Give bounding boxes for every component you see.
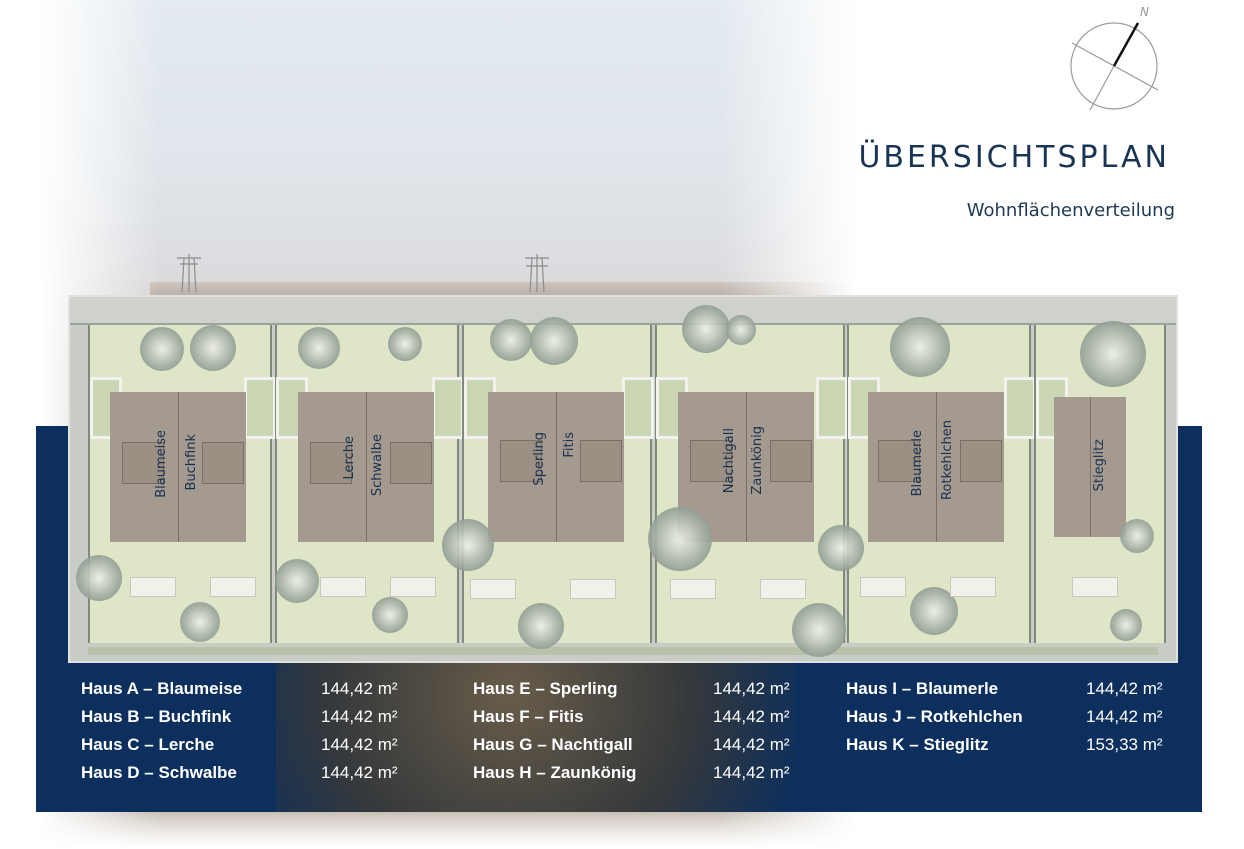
tree-icon (1080, 321, 1146, 387)
tree-icon (1110, 609, 1142, 641)
page-title: ÜBERSICHTSPLAN (858, 140, 1170, 175)
house-label: Fitis (562, 432, 577, 458)
plot-info-sign (390, 577, 436, 597)
site-plan: Blaumeise Buchfink Lerche Schwalbe Sperl… (68, 295, 1178, 663)
house-i-j: Blaumerle Rotkehlchen (868, 392, 1004, 542)
tree-icon (792, 603, 846, 657)
house-label: Stieglitz (1092, 439, 1107, 492)
house-label: Nachtigall (722, 428, 737, 494)
garage (622, 377, 654, 439)
house-label: Buchfink (184, 434, 199, 491)
plot-info-sign (320, 577, 366, 597)
tree-icon (682, 305, 730, 353)
horizon-treeline (150, 282, 850, 296)
compass-north-icon: N (1070, 5, 1159, 111)
plot-info-sign (860, 577, 906, 597)
tree-icon (1120, 519, 1154, 553)
tree-icon (518, 603, 564, 649)
plot-info-sign (670, 579, 716, 599)
power-pylon-icon (177, 254, 201, 292)
plot-info-sign (570, 579, 616, 599)
plot-info-sign (1072, 577, 1118, 597)
tree-icon (490, 319, 532, 361)
house-label: Lerche (342, 436, 357, 480)
house-label: Schwalbe (370, 434, 385, 497)
garage (816, 377, 848, 439)
garage (244, 377, 276, 439)
house-k: Stieglitz (1054, 397, 1126, 537)
tree-icon (140, 327, 184, 371)
power-pylon-icon (525, 254, 549, 292)
fade-bottom (0, 812, 1244, 849)
tree-icon (76, 555, 122, 601)
tree-icon (190, 325, 236, 371)
plot-info-sign (210, 577, 256, 597)
tree-icon (442, 519, 494, 571)
garage (432, 377, 464, 439)
tree-icon (648, 507, 712, 571)
plot-boundary (88, 647, 1158, 655)
plot-info-sign (950, 577, 996, 597)
house-c-d: Lerche Schwalbe (298, 392, 434, 542)
tree-icon (388, 327, 422, 361)
garage (1004, 377, 1036, 439)
tree-icon (275, 559, 319, 603)
plot-info-sign (130, 577, 176, 597)
house-label: Sperling (532, 432, 547, 486)
house-a-b: Blaumeise Buchfink (110, 392, 246, 542)
house-e-f: Sperling Fitis (488, 392, 624, 542)
plot-info-sign (760, 579, 806, 599)
street (70, 297, 1176, 325)
house-label: Rotkehlchen (940, 420, 955, 501)
page-subtitle: Wohnflächenverteilung (966, 200, 1175, 221)
tree-icon (890, 317, 950, 377)
svg-text:N: N (1140, 5, 1149, 19)
tree-icon (298, 327, 340, 369)
tree-icon (530, 317, 578, 365)
tree-icon (818, 525, 864, 571)
tree-icon (726, 315, 756, 345)
house-label: Blaumeise (154, 430, 169, 498)
plot-info-sign (470, 579, 516, 599)
house-label: Blaumerle (910, 430, 925, 497)
tree-icon (372, 597, 408, 633)
tree-icon (180, 602, 220, 642)
house-label: Zaunkönig (750, 426, 765, 495)
